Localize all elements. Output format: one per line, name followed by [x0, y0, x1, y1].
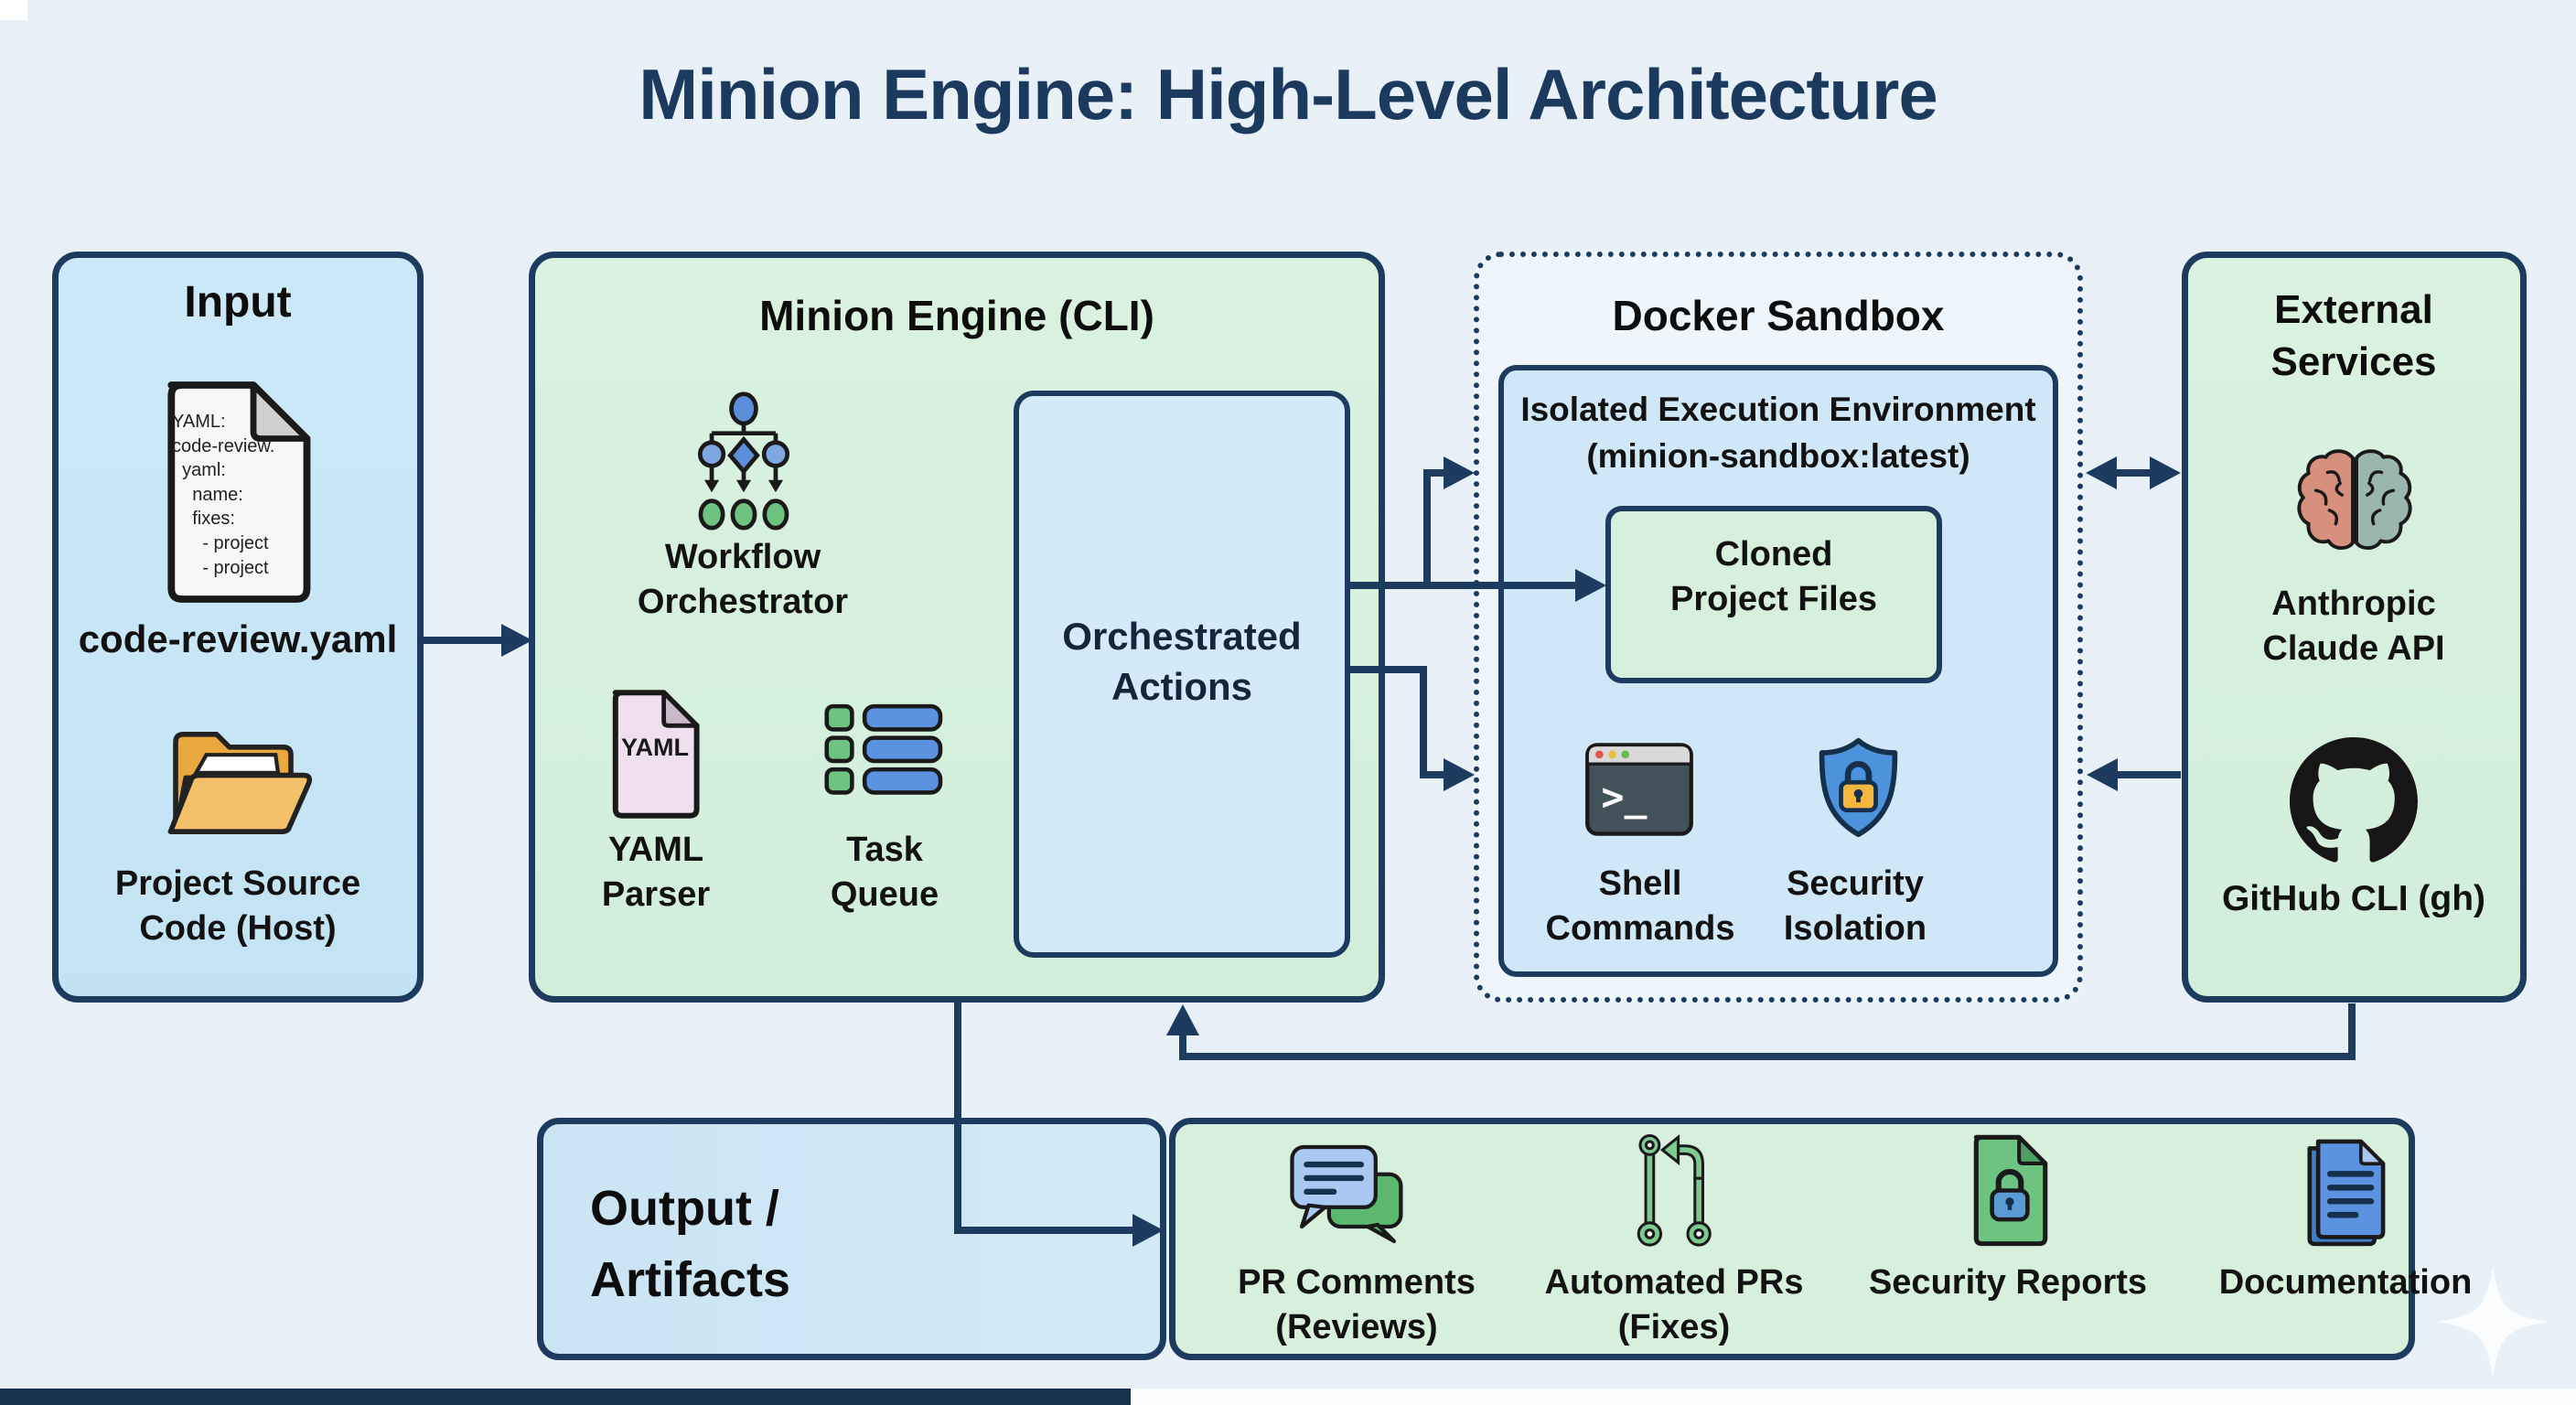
- yaml-parser-label: YAML Parser: [601, 831, 711, 915]
- external-services-heading: External Services: [2270, 287, 2437, 385]
- pr-comments-icon: [1284, 1140, 1411, 1249]
- yaml-file-icon: [146, 378, 325, 606]
- task-queue-icon: [821, 700, 948, 802]
- page-title: Minion Engine: High-Level Architecture: [639, 54, 1938, 134]
- workflow-orchestrator-label: Workflow Orchestrator: [637, 538, 849, 622]
- input-box: [52, 252, 424, 1003]
- yaml-parser-icon-text: YAML: [620, 734, 689, 761]
- isolated-environment-label: Isolated Execution Environment (minion-s…: [1520, 391, 2036, 476]
- cloned-project-files-box: [1605, 506, 1942, 683]
- external-services-box: [2182, 252, 2527, 1003]
- security-isolation-label: Security Isolation: [1783, 864, 1927, 949]
- github-icon: [2290, 737, 2418, 865]
- folder-icon: [163, 718, 317, 848]
- bottom-edge-navy-strip: [0, 1389, 1131, 1405]
- docker-sandbox-heading: Docker Sandbox: [1612, 292, 1945, 339]
- pr-comments-label: PR Comments (Reviews): [1238, 1263, 1476, 1347]
- yaml-file-label: code-review.yaml: [78, 617, 398, 660]
- anthropic-claude-api-label: Anthropic Claude API: [2262, 585, 2445, 669]
- yaml-parser-icon: [600, 688, 710, 820]
- output-artifacts-heading: Output / Artifacts: [590, 1181, 791, 1308]
- orchestrated-actions-label: Orchestrated Actions: [1062, 615, 1302, 709]
- automated-prs-label: Automated PRs (Fixes): [1544, 1263, 1804, 1347]
- documentation-label: Documentation: [2218, 1263, 2473, 1302]
- svg-text:>_: >_: [1602, 775, 1648, 819]
- brain-icon: [2292, 445, 2418, 563]
- documentation-icon: [2294, 1132, 2397, 1251]
- security-reports-icon: [1963, 1131, 2056, 1251]
- top-left-notch: [0, 0, 27, 20]
- minion-engine-heading: Minion Engine (CLI): [759, 292, 1154, 339]
- yaml-file-content: YAML: code-review. yaml: name: fixes: - …: [172, 412, 275, 578]
- workflow-orchestrator-icon: [682, 391, 806, 545]
- orchestrated-actions-box: [1014, 391, 1350, 958]
- cloned-project-files-label: Cloned Project Files: [1670, 535, 1877, 619]
- task-queue-label: Task Queue: [830, 831, 939, 915]
- bottom-edge-white-strip: [1131, 1389, 2576, 1405]
- security-reports-label: Security Reports: [1868, 1263, 2148, 1302]
- folder-label: Project Source Code (Host): [114, 864, 361, 949]
- github-cli-label: GitHub CLI (gh): [2221, 879, 2486, 918]
- input-heading: Input: [184, 278, 292, 327]
- sparkle-watermark: [2433, 1262, 2552, 1381]
- shield-lock-icon: [1815, 724, 1902, 851]
- automated-prs-icon: [1630, 1132, 1722, 1251]
- shell-commands-label: Shell Commands: [1545, 864, 1735, 949]
- terminal-icon: >_: [1584, 730, 1694, 849]
